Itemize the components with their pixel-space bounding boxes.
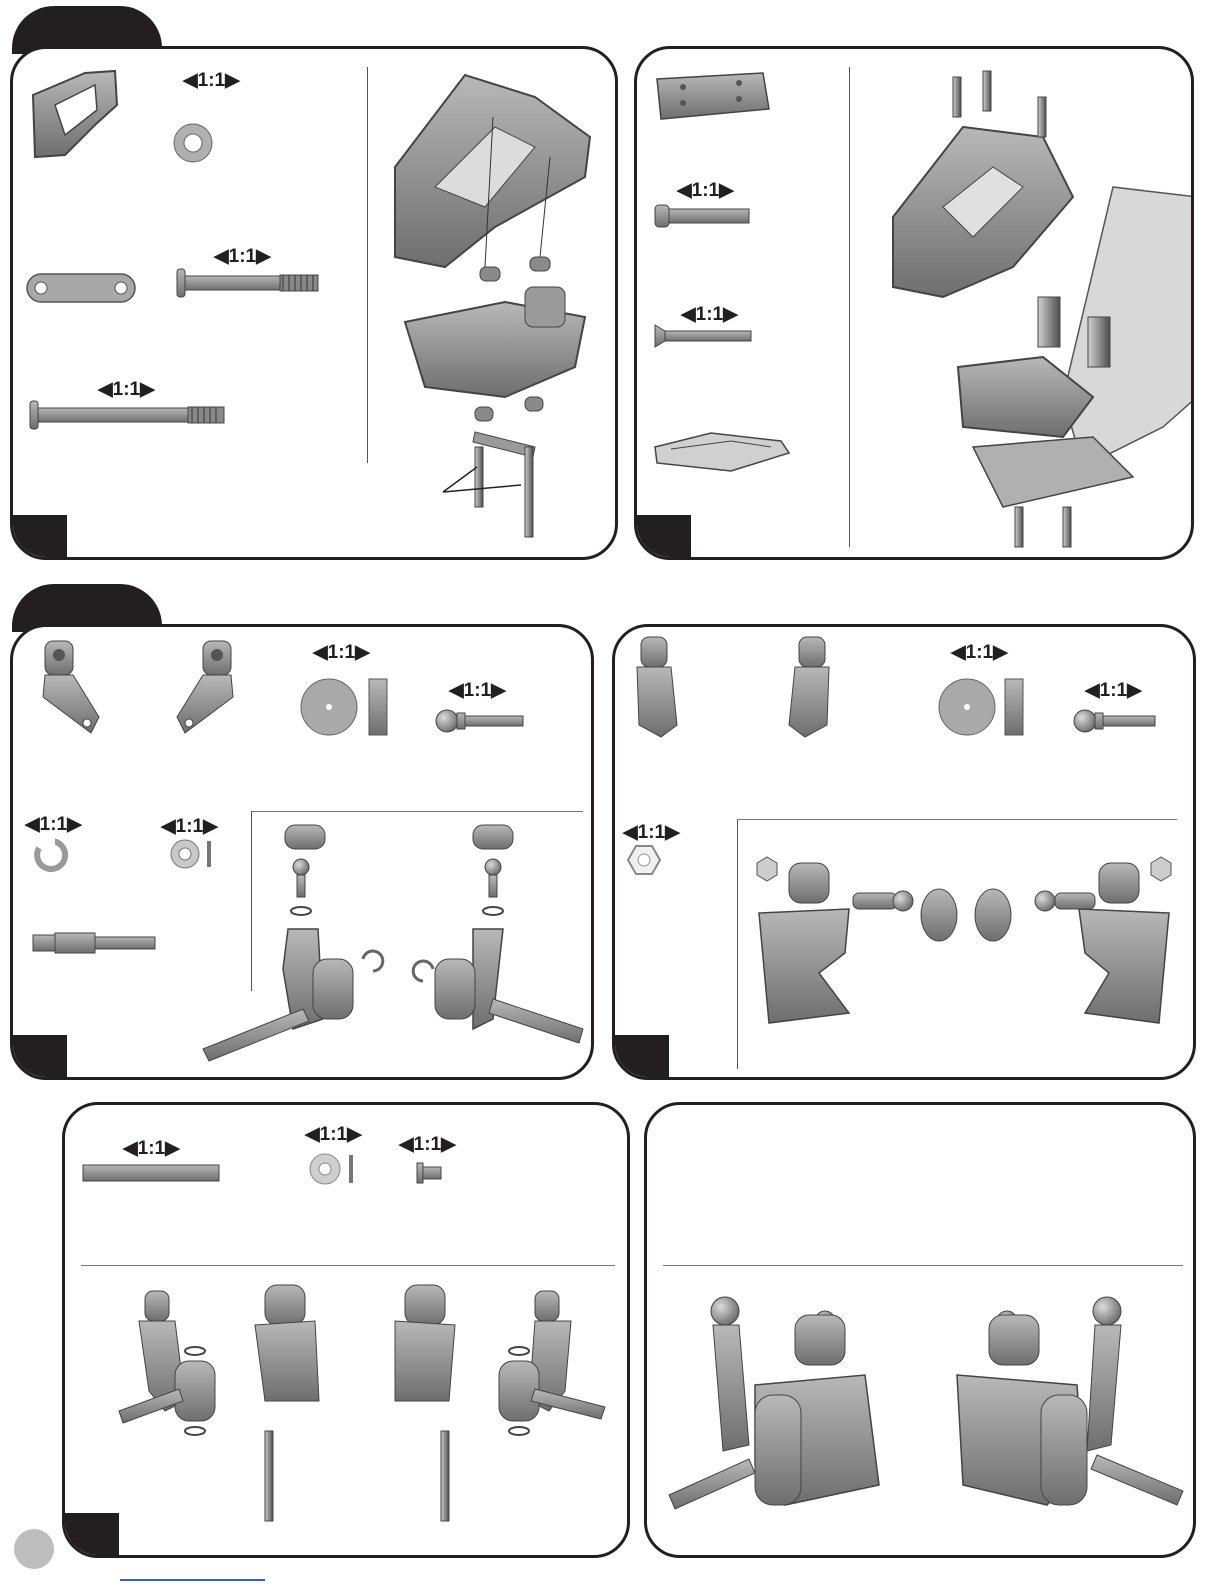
- mount-block-part-image: [653, 69, 773, 125]
- bumper-part-image: [651, 427, 791, 477]
- hinge-pin-image: [81, 1161, 221, 1185]
- c-hub-right-image: [783, 635, 835, 741]
- ball-stud-image: [433, 701, 529, 741]
- assembly-frame-left: [737, 819, 738, 1069]
- scale-indicator: ◀1:1▶: [1085, 679, 1142, 702]
- pin-b-image: [653, 321, 757, 351]
- scale-indicator: ◀1:1▶: [399, 1133, 456, 1156]
- ball-stud-image: [1071, 701, 1167, 741]
- hinge-pin-short-image: [173, 265, 323, 301]
- panel-step-2: ◀1:1▶ ◀1:1▶: [634, 46, 1194, 560]
- panel-divider: [663, 1265, 1183, 1266]
- e-clip-image: [31, 837, 71, 871]
- step-number-block: [65, 1513, 119, 1555]
- scale-indicator: ◀1:1▶: [123, 1137, 180, 1160]
- panel-step-6: [644, 1102, 1196, 1558]
- chassis-mount-assembly-image: [863, 67, 1194, 557]
- bushing-image: [415, 1159, 445, 1187]
- scale-indicator: ◀1:1▶: [449, 679, 506, 702]
- steering-arm-right-image: [173, 637, 237, 741]
- panel-divider: [367, 67, 368, 463]
- step-number-block: [637, 515, 691, 557]
- washer-image: [309, 1151, 359, 1187]
- steering-arm-left-image: [39, 637, 103, 741]
- panel-step-1: ◀1:1▶ ◀1:1▶ ◀1:1▶: [10, 46, 618, 560]
- scale-indicator: ◀1:1▶: [313, 641, 370, 664]
- step-number-block: [615, 1035, 669, 1077]
- c-hub-assembly-image: [749, 853, 1179, 1053]
- kingpin-axle-image: [31, 927, 161, 959]
- c-hub-left-image: [631, 635, 683, 741]
- spacer-disc-image: [299, 675, 399, 739]
- spacer-disc-image: [937, 675, 1037, 739]
- step-number-block: [13, 515, 67, 557]
- step-number-block: [13, 1035, 67, 1077]
- scale-indicator: ◀1:1▶: [183, 69, 240, 92]
- hex-nut-image: [627, 843, 661, 877]
- page-number-circle: [14, 1529, 54, 1569]
- scale-indicator: ◀1:1▶: [951, 641, 1008, 664]
- front-bulkhead-assembly-image: [385, 67, 605, 547]
- link-plate-part-image: [25, 271, 137, 305]
- panel-divider: [81, 1265, 615, 1266]
- assembled-knuckle-right-image: [947, 1295, 1187, 1545]
- assembly-frame-top: [251, 811, 583, 812]
- assembled-knuckle-left-image: [665, 1295, 895, 1545]
- panel-step-5: ◀1:1▶ ◀1:1▶ ◀1:1▶: [62, 1102, 630, 1558]
- washer-part-image: [171, 121, 215, 165]
- pin-a-image: [653, 199, 753, 233]
- hinge-pin-long-image: [28, 397, 228, 433]
- scale-indicator: ◀1:1▶: [623, 821, 680, 844]
- steering-knuckle-assembly-image: [193, 819, 593, 1069]
- panel-divider: [849, 67, 850, 547]
- scale-indicator: ◀1:1▶: [305, 1123, 362, 1146]
- assembly-frame-top: [737, 819, 1177, 820]
- panel-step-3: ◀1:1▶ ◀1:1▶ ◀1:1▶ ◀1:1▶: [10, 624, 594, 1080]
- knuckle-hub-assembly-exploded-image: [115, 1281, 615, 1551]
- panel-step-4: ◀1:1▶ ◀1:1▶ ◀1:1▶: [612, 624, 1196, 1080]
- footer-link-line: [120, 1579, 265, 1581]
- scale-indicator: ◀1:1▶: [25, 813, 82, 836]
- shock-tower-part-image: [25, 65, 125, 165]
